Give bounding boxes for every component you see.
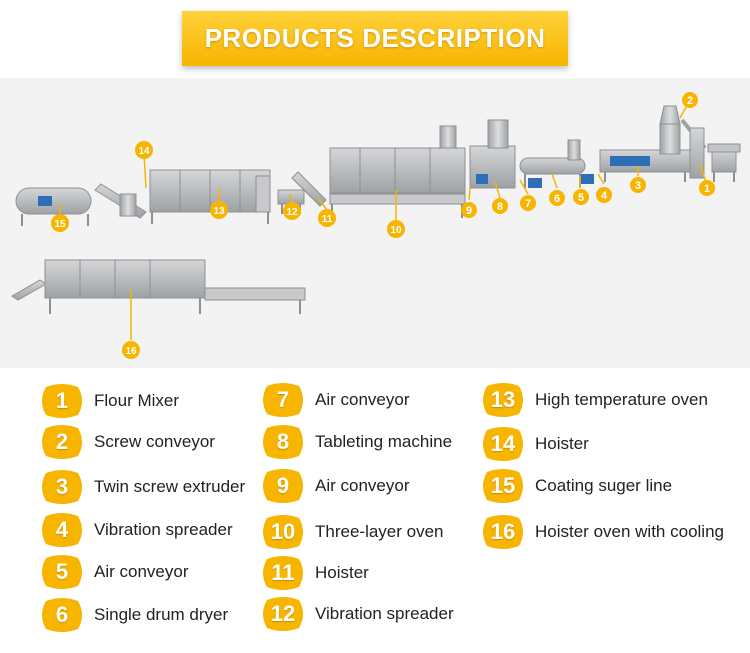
diagram-marker-3: 3 xyxy=(630,177,646,193)
legend-label: Three-layer oven xyxy=(315,522,444,541)
legend-item-7: 7 Air conveyor xyxy=(261,382,409,418)
legend-badge: 13 xyxy=(481,382,525,418)
legend-item-5: 5 Air conveyor xyxy=(40,554,188,590)
diagram-marker-4: 4 xyxy=(596,187,612,203)
svg-text:6: 6 xyxy=(554,193,560,205)
legend-label: Vibration spreader xyxy=(94,520,233,539)
legend-item-11: 11 Hoister xyxy=(261,555,369,591)
svg-text:10: 10 xyxy=(390,225,402,236)
legend-item-6: 6 Single drum dryer xyxy=(40,597,228,633)
legend-item-1: 1 Flour Mixer xyxy=(40,383,179,419)
svg-text:13: 13 xyxy=(213,206,225,217)
svg-text:4: 4 xyxy=(601,190,608,202)
legend-item-3: 3 Twin screw extruder xyxy=(40,469,245,505)
svg-text:16: 16 xyxy=(125,346,137,357)
legend-badge: 11 xyxy=(261,555,305,591)
legend-badge: 6 xyxy=(40,597,84,633)
legend-badge: 3 xyxy=(40,469,84,505)
legend-item-8: 8 Tableting machine xyxy=(261,424,452,460)
machine-coating-sugar-line xyxy=(15,183,147,226)
legend-item-2: 2 Screw conveyor xyxy=(40,424,215,460)
diagram-marker-10: 10 xyxy=(387,220,405,238)
svg-text:2: 2 xyxy=(687,95,693,107)
legend-item-10: 10 Three-layer oven xyxy=(261,514,444,550)
legend-badge: 16 xyxy=(481,514,525,550)
machine-flour-mixer xyxy=(707,143,741,182)
svg-text:1: 1 xyxy=(704,183,710,195)
svg-text:3: 3 xyxy=(635,180,641,192)
svg-text:5: 5 xyxy=(578,192,584,204)
legend-badge: 14 xyxy=(481,426,525,462)
legend-badge: 15 xyxy=(481,468,525,504)
legend-label: Air conveyor xyxy=(315,476,410,495)
leader-lines xyxy=(59,99,707,340)
legend: 1 Flour Mixer 2 Screw conveyor 3 Twin sc… xyxy=(0,368,750,653)
legend-label: Flour Mixer xyxy=(94,391,180,410)
diagram-marker-2: 2 xyxy=(682,92,698,108)
legend-item-13: 13 High temperature oven xyxy=(481,382,708,418)
legend-badge: 7 xyxy=(261,382,305,418)
diagram-marker-9: 9 xyxy=(461,202,477,218)
legend-badge: 9 xyxy=(261,468,305,504)
diagram-marker-15: 15 xyxy=(51,214,69,232)
diagram-marker-8: 8 xyxy=(492,198,508,214)
legend-label: Single drum dryer xyxy=(94,605,229,624)
svg-text:9: 9 xyxy=(466,205,472,217)
production-line-diagram: 1 2 3 4 5 6 7 8 9 10 11 12 13 14 15 16 xyxy=(0,78,750,368)
legend-item-14: 14 Hoister xyxy=(481,426,589,462)
diagram-marker-7: 7 xyxy=(520,195,536,211)
diagram-marker-14: 14 xyxy=(135,141,153,159)
diagram-marker-6: 6 xyxy=(549,190,565,206)
svg-text:14: 14 xyxy=(138,146,150,157)
legend-badge: 5 xyxy=(40,554,84,590)
diagram-marker-12: 12 xyxy=(283,202,301,220)
legend-item-15: 15 Coating suger line xyxy=(481,468,672,504)
diagram-marker-13: 13 xyxy=(210,201,228,219)
diagram-marker-11: 11 xyxy=(318,209,336,227)
diagram-marker-1: 1 xyxy=(699,180,715,196)
legend-badge: 1 xyxy=(40,383,84,419)
legend-label: Hoister oven with cooling xyxy=(535,522,724,541)
legend-label: Coating suger line xyxy=(535,476,673,495)
svg-text:11: 11 xyxy=(322,214,333,225)
legend-item-16: 16 Hoister oven with cooling xyxy=(481,514,724,550)
title-banner: PRODUCTS DESCRIPTION xyxy=(182,11,568,66)
machine-high-temperature-oven xyxy=(149,169,271,224)
legend-label: Hoister xyxy=(535,434,589,453)
svg-text:12: 12 xyxy=(286,207,298,218)
legend-item-9: 9 Air conveyor xyxy=(261,468,409,504)
machine-twin-screw-extruder xyxy=(599,105,707,182)
svg-text:8: 8 xyxy=(497,201,503,213)
production-line-illustration: 1 2 3 4 5 6 7 8 9 10 11 12 13 14 15 16 xyxy=(11,92,741,359)
legend-badge: 4 xyxy=(40,512,84,548)
legend-label: Air conveyor xyxy=(315,390,410,409)
legend-label: Tableting machine xyxy=(315,432,453,451)
svg-text:15: 15 xyxy=(54,219,66,230)
machine-hoister-oven-cooling xyxy=(11,259,306,314)
legend-badge: 2 xyxy=(40,424,84,460)
legend-label: Screw conveyor xyxy=(94,432,215,451)
legend-badge: 8 xyxy=(261,424,305,460)
legend-badge: 12 xyxy=(261,596,305,632)
legend-badge: 10 xyxy=(261,514,305,550)
machine-three-layer-oven xyxy=(329,147,466,218)
machine-single-drum-dryer xyxy=(519,139,594,188)
legend-label: Twin screw extruder xyxy=(94,477,246,496)
legend-label: High temperature oven xyxy=(535,390,708,409)
page-title: PRODUCTS DESCRIPTION xyxy=(204,23,546,53)
legend-item-4: 4 Vibration spreader xyxy=(40,512,233,548)
diagram-marker-16: 16 xyxy=(122,341,140,359)
legend-item-12: 12 Vibration spreader xyxy=(261,596,454,632)
header: PRODUCTS DESCRIPTION xyxy=(0,0,750,78)
svg-text:7: 7 xyxy=(525,198,531,210)
legend-label: Hoister xyxy=(315,563,369,582)
diagram-marker-5: 5 xyxy=(573,189,589,205)
legend-label: Vibration spreader xyxy=(315,604,454,623)
legend-label: Air conveyor xyxy=(94,562,189,581)
